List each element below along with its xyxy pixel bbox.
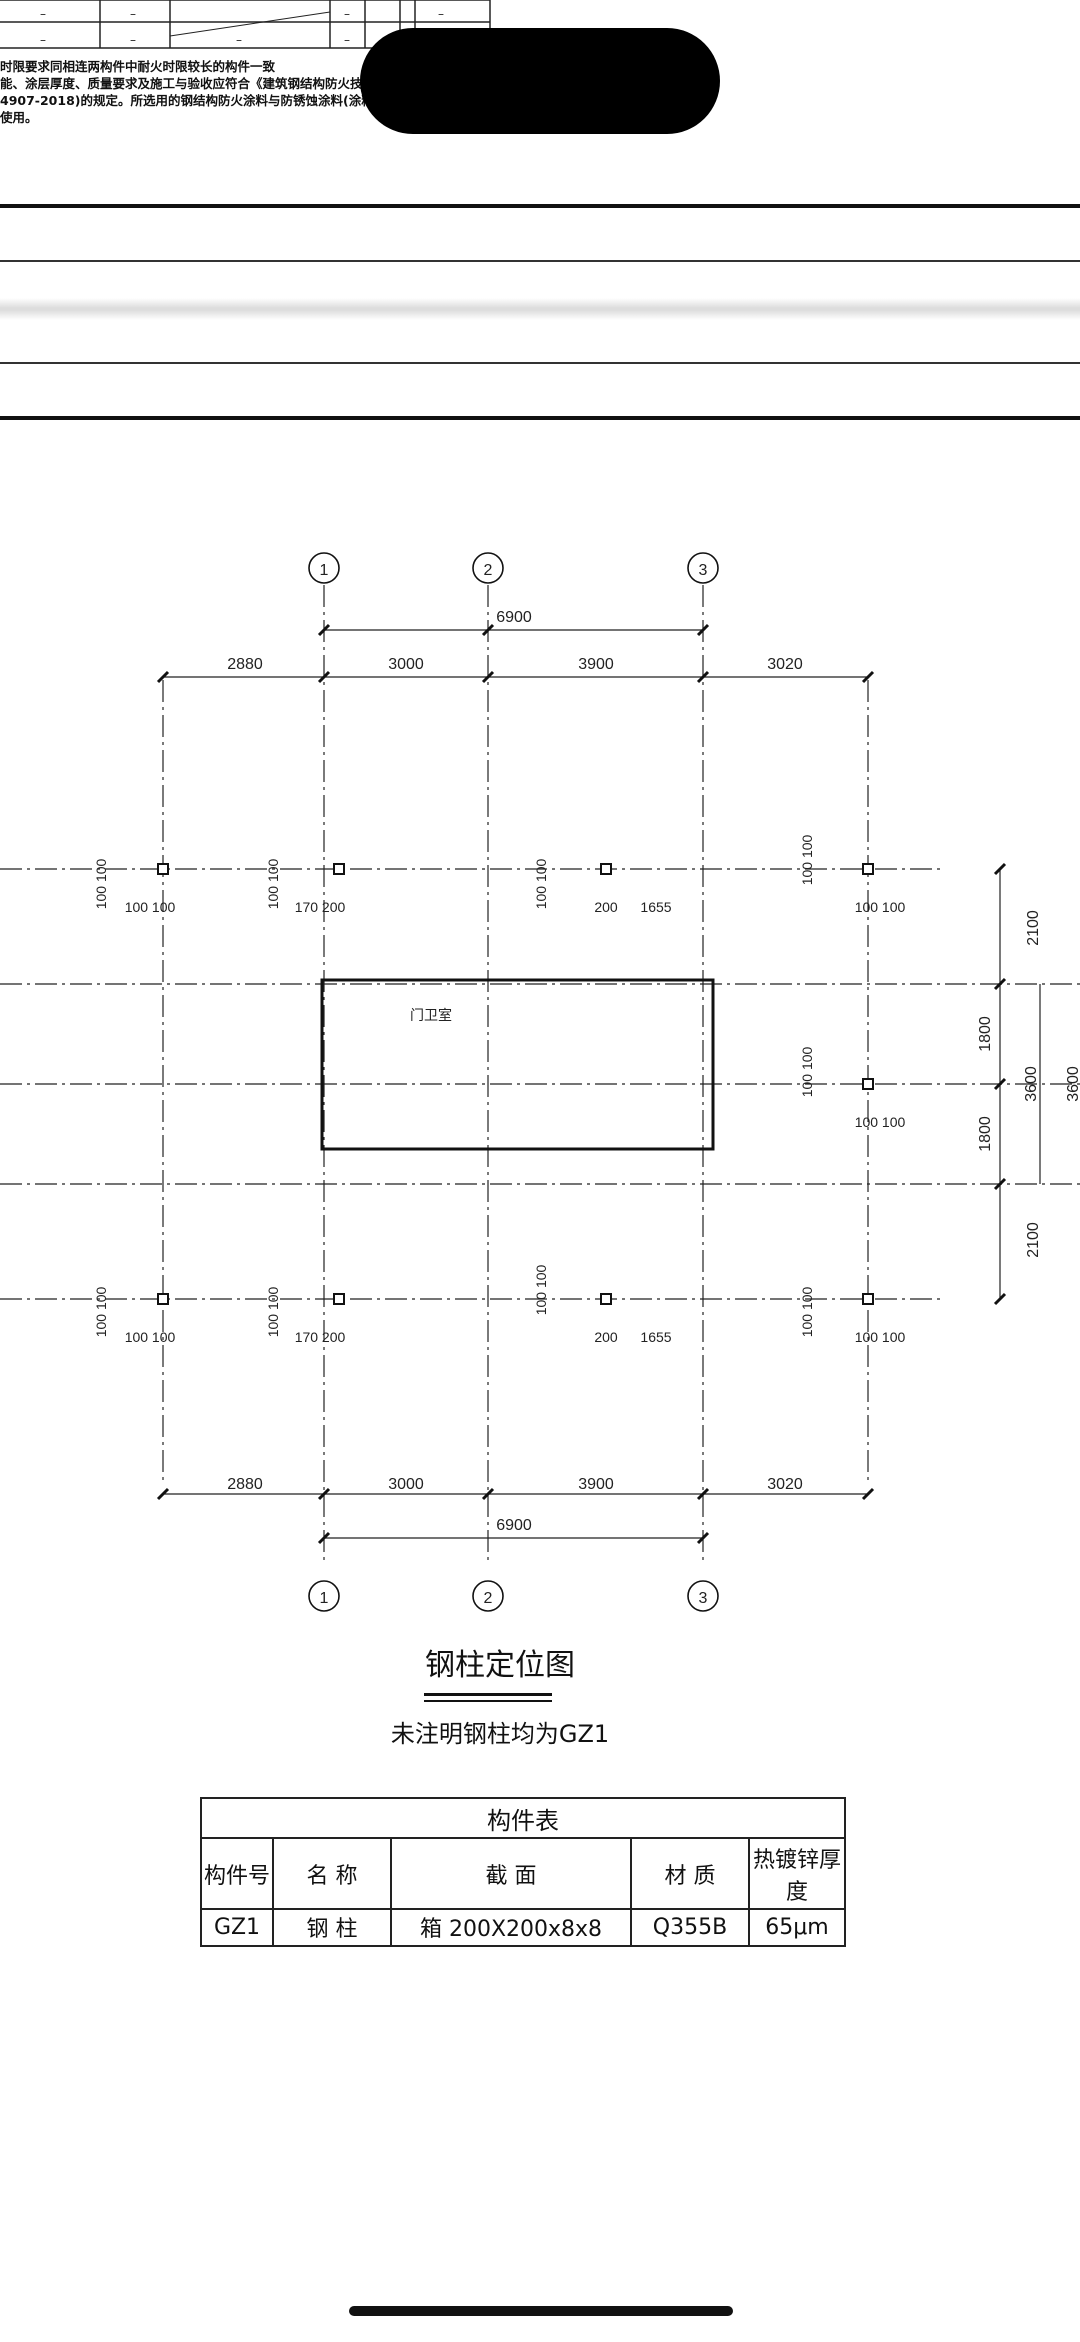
dynamic-island [360, 28, 720, 134]
offset-label: 100 100 [799, 834, 815, 885]
header-galvanize: 热镀锌厚度 [748, 1837, 846, 1910]
cell-part-no: GZ1 [200, 1907, 274, 1948]
cell-material: Q355B [630, 1907, 750, 1948]
offset-label: 1655 [640, 1329, 671, 1345]
axis-label: 3 [699, 1590, 708, 1607]
offset-label: 200 [594, 1329, 618, 1345]
design-notes: 时限要求同相连两构件中耐火时限较长的构件一致 能、涂层厚度、质量要求及施工与验收… [0, 58, 560, 126]
divider [0, 260, 1080, 262]
dash: – [236, 33, 242, 47]
home-indicator[interactable] [349, 2306, 733, 2316]
offset-label: 100 100 [855, 1329, 906, 1345]
note-line: 时限要求同相连两构件中耐火时限较长的构件一致 [0, 59, 276, 74]
offset-label: 100 100 [855, 899, 906, 915]
dimension: 3900 [578, 656, 614, 673]
parts-table-title: 构件表 [200, 1796, 846, 1840]
drawing-title: 钢柱定位图 [425, 1648, 575, 1683]
header-part-no: 构件号 [200, 1837, 274, 1910]
cell-galvanize: 65μm [748, 1907, 846, 1948]
cell-name: 钢 柱 [272, 1907, 392, 1948]
title-underline [424, 1700, 552, 1702]
dimension-total: 6900 [496, 1517, 532, 1534]
dimension: 3900 [578, 1476, 614, 1493]
axis-label: 1 [320, 562, 329, 579]
offset-label: 100 100 [125, 899, 176, 915]
steel-column-plan: 1 2 3 1 2 3 6900 2880 3000 3900 3020 288… [0, 552, 1080, 1612]
offset-label: 100 100 [799, 1046, 815, 1097]
header-material: 材 质 [630, 1837, 750, 1910]
parts-table: 构件表 构件号 名 称 截 面 材 质 热镀锌厚度 GZ1 钢 柱 箱 200X… [200, 1796, 846, 1948]
dimension: 2880 [227, 656, 263, 673]
dimension: 2880 [227, 1476, 263, 1493]
dimension: 3000 [388, 1476, 424, 1493]
offset-label: 100 100 [93, 858, 109, 909]
note-line: 使用。 [0, 110, 38, 125]
dimension: 3020 [767, 656, 803, 673]
dimension: 3000 [388, 656, 424, 673]
dimension-total: 6900 [496, 609, 532, 626]
title-underline [424, 1693, 552, 1696]
dimension: 3020 [767, 1476, 803, 1493]
drawing-subtitle: 未注明钢柱均为GZ1 [390, 1720, 610, 1748]
offset-label: 100 100 [125, 1329, 176, 1345]
page-break-shadow [0, 298, 1080, 320]
dimension: 1800 [977, 1016, 994, 1052]
dash: – [40, 33, 46, 47]
cell-section: 箱 200X200x8x8 [390, 1907, 632, 1948]
axis-label: 2 [484, 1590, 493, 1607]
offset-label: 100 100 [533, 1264, 549, 1315]
header-section: 截 面 [390, 1837, 632, 1910]
dimension: 2100 [1025, 910, 1042, 946]
offset-label: 100 100 [855, 1114, 906, 1130]
offset-label: 1655 [640, 899, 671, 915]
offset-label: 100 100 [799, 1286, 815, 1337]
note-line: 能、涂层厚度、质量要求及施工与验收应符合《建筑钢结构防火技术规范 》(GB [0, 76, 443, 91]
offset-label: 100 100 [93, 1286, 109, 1337]
dash: – [40, 7, 46, 21]
room-label: 门卫室 [410, 1007, 452, 1024]
offset-label: 100 100 [533, 858, 549, 909]
dimension: 3600 [1023, 1066, 1040, 1102]
dimension: 2100 [1025, 1222, 1042, 1258]
dash: – [130, 7, 136, 21]
dash: – [344, 7, 350, 21]
offset-label: 170 200 [295, 1329, 346, 1345]
offset-label: 100 100 [265, 858, 281, 909]
axis-label: 1 [320, 1590, 329, 1607]
dash: – [130, 33, 136, 47]
divider [0, 204, 1080, 208]
dash: – [344, 33, 350, 47]
divider [0, 362, 1080, 364]
dimension: 3600 [1065, 1066, 1080, 1102]
note-line: 4907-2018)的规定。所选用的钢结构防火涂料与防锈蚀涂料(涂料)之间应进行 [0, 93, 442, 108]
header-name: 名 称 [272, 1837, 392, 1910]
dash: – [438, 7, 444, 21]
offset-label: 170 200 [295, 899, 346, 915]
dimension: 1800 [977, 1116, 994, 1152]
axis-label: 3 [699, 562, 708, 579]
offset-label: 200 [594, 899, 618, 915]
offset-label: 100 100 [265, 1286, 281, 1337]
divider [0, 416, 1080, 420]
axis-label: 2 [484, 562, 493, 579]
